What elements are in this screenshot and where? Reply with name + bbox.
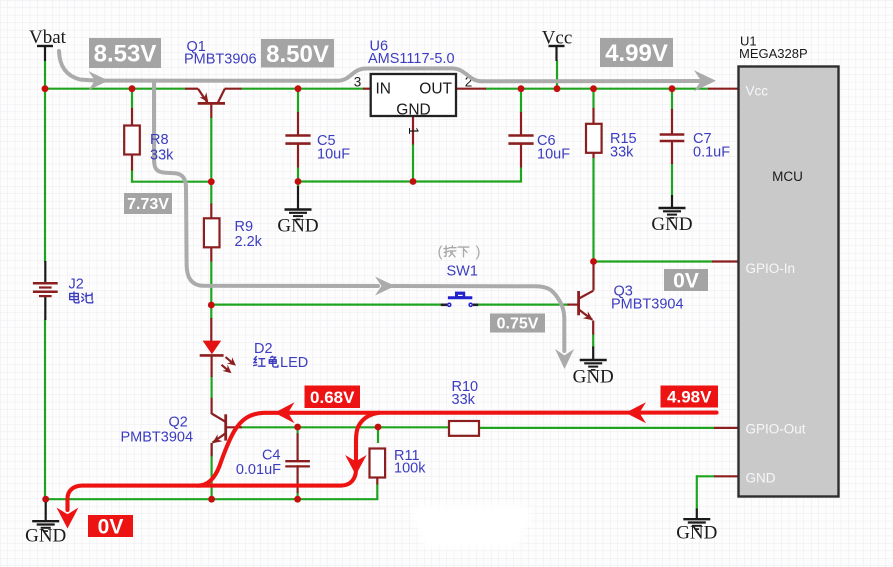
svg-text:R9: R9 <box>235 219 254 235</box>
svg-text:GPIO-In: GPIO-In <box>746 261 796 276</box>
svg-text:1: 1 <box>406 127 421 135</box>
svg-text:0V: 0V <box>98 515 124 538</box>
svg-text:2.2k: 2.2k <box>235 234 263 250</box>
svg-text:Q3: Q3 <box>614 284 633 300</box>
svg-text:10uF: 10uF <box>537 147 570 163</box>
svg-text:MEGA328P: MEGA328P <box>739 46 808 61</box>
svg-text:GND: GND <box>396 101 430 118</box>
svg-text:C5: C5 <box>317 133 336 149</box>
svg-text:33k: 33k <box>610 145 634 161</box>
svg-text:R15: R15 <box>610 131 637 147</box>
svg-text:GND: GND <box>277 216 318 237</box>
svg-text:10uF: 10uF <box>317 147 350 163</box>
svg-text:LED: LED <box>280 355 308 371</box>
svg-text:4.99V: 4.99V <box>605 40 668 67</box>
svg-text:33k: 33k <box>150 148 174 164</box>
svg-text:Vcc: Vcc <box>746 84 769 99</box>
svg-text:OUT: OUT <box>419 80 452 97</box>
svg-text:C4: C4 <box>262 448 281 464</box>
svg-text:U1: U1 <box>740 34 757 49</box>
svg-text:100k: 100k <box>394 461 426 477</box>
svg-text:0.01uF: 0.01uF <box>236 462 281 478</box>
svg-text:0.1uF: 0.1uF <box>693 145 730 161</box>
svg-text:2: 2 <box>465 75 473 90</box>
svg-text:Vbat: Vbat <box>29 27 67 48</box>
svg-text:PMBT3906: PMBT3906 <box>184 52 257 68</box>
svg-text:J2: J2 <box>69 277 84 293</box>
svg-text:U6: U6 <box>370 39 389 55</box>
svg-text:PMBT3904: PMBT3904 <box>611 297 684 313</box>
svg-text:SW1: SW1 <box>447 264 478 280</box>
svg-text:8.53V: 8.53V <box>94 41 157 68</box>
svg-text:Q1: Q1 <box>187 39 206 55</box>
svg-text:R11: R11 <box>394 448 420 464</box>
svg-text:C6: C6 <box>537 133 556 149</box>
svg-text:PMBT3904: PMBT3904 <box>121 430 194 446</box>
svg-text:GND: GND <box>676 523 717 544</box>
svg-text:0V: 0V <box>673 269 699 292</box>
svg-text:R10: R10 <box>452 379 479 395</box>
svg-text:33k: 33k <box>452 392 476 408</box>
svg-text:3: 3 <box>354 75 362 90</box>
svg-text:0.68V: 0.68V <box>310 388 355 407</box>
svg-text:Q2: Q2 <box>169 415 188 431</box>
svg-text:R8: R8 <box>150 132 169 148</box>
svg-text:4.98V: 4.98V <box>667 388 712 407</box>
svg-text:C7: C7 <box>693 131 712 147</box>
svg-text:GPIO-Out: GPIO-Out <box>746 422 806 437</box>
svg-text:AMS1117-5.0: AMS1117-5.0 <box>368 51 455 67</box>
svg-text:8.50V: 8.50V <box>266 41 329 68</box>
svg-text:GND: GND <box>25 526 66 547</box>
svg-text:): ) <box>476 244 481 261</box>
svg-text:GND: GND <box>746 471 776 486</box>
svg-text:0.75V: 0.75V <box>497 316 539 333</box>
svg-text:Vcc: Vcc <box>542 28 573 49</box>
svg-text:GND: GND <box>573 367 614 388</box>
svg-text:GND: GND <box>651 214 692 235</box>
svg-text:MCU: MCU <box>772 169 803 184</box>
svg-text:D2: D2 <box>254 341 273 357</box>
svg-text:(: ( <box>438 244 443 261</box>
svg-text:7.73V: 7.73V <box>127 196 169 213</box>
svg-text:IN: IN <box>376 80 392 97</box>
